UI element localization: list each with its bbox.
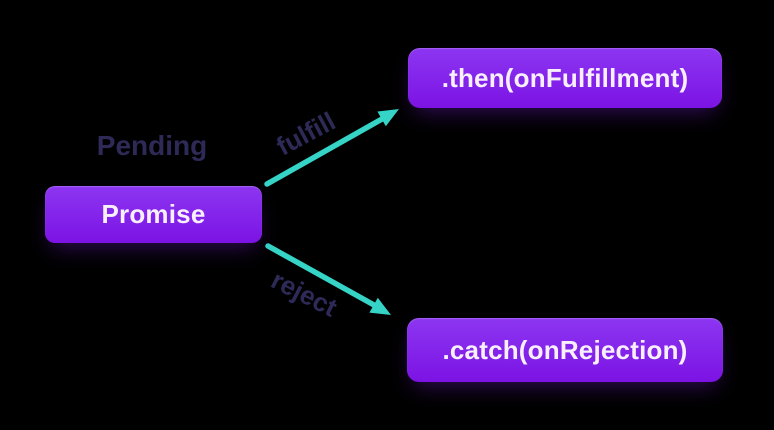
arrow-reject-head: [369, 297, 391, 315]
edge-label-fulfill: fulfill: [271, 105, 341, 162]
state-label-pending: Pending: [96, 130, 208, 161]
node-promise: Promise: [45, 186, 262, 243]
edge-label-reject: reject: [266, 264, 342, 323]
node-then-onfulfillment: .then(onFulfillment): [408, 48, 722, 108]
arrow-fulfill-line: [264, 116, 385, 187]
node-catch-onrejection: .catch(onRejection): [407, 318, 723, 382]
arrow-fulfill-head: [377, 109, 399, 127]
arrow-reject-line: [265, 243, 377, 308]
